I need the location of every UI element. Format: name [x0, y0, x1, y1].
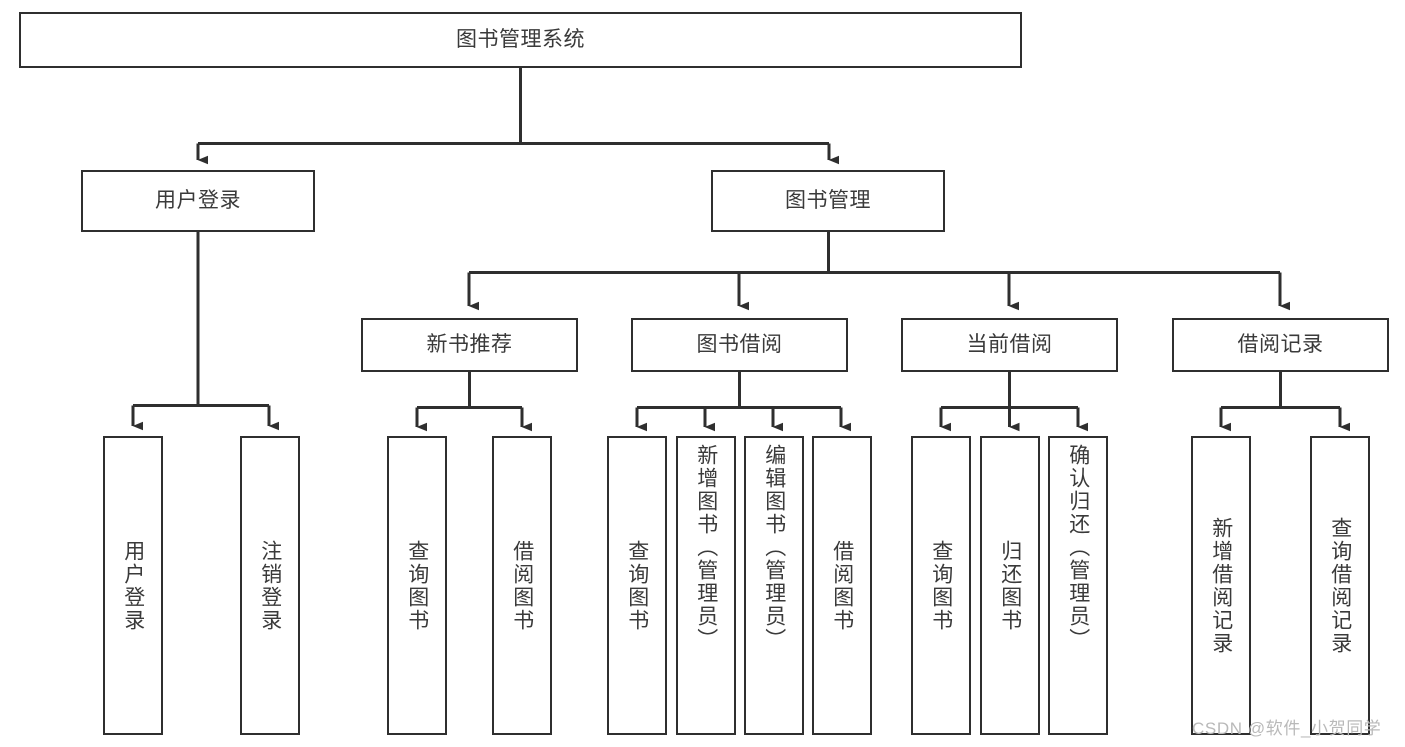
- node-leaf-query-book-1[interactable]: 查询图书: [387, 436, 447, 735]
- node-book-manage[interactable]: 图书管理: [711, 170, 945, 232]
- node-user-login-label: 用户登录: [155, 188, 241, 212]
- node-leaf-add-book[interactable]: 新增图书（管理员）: [676, 436, 736, 735]
- node-leaf-return-book-label: 归还图书: [998, 539, 1022, 632]
- node-root-label: 图书管理系统: [456, 27, 585, 51]
- node-leaf-edit-book-label: 编辑图书（管理员）: [762, 444, 786, 651]
- node-leaf-add-record[interactable]: 新增借阅记录: [1191, 436, 1251, 735]
- node-leaf-edit-book[interactable]: 编辑图书（管理员）: [744, 436, 804, 735]
- node-leaf-query-book-1-label: 查询图书: [405, 539, 429, 632]
- node-borrow-record[interactable]: 借阅记录: [1172, 318, 1389, 372]
- node-user-login[interactable]: 用户登录: [81, 170, 315, 232]
- node-root[interactable]: 图书管理系统: [19, 12, 1022, 68]
- node-leaf-query-record-label: 查询借阅记录: [1328, 516, 1352, 655]
- node-leaf-return-book[interactable]: 归还图书: [980, 436, 1040, 735]
- node-current-borrow[interactable]: 当前借阅: [901, 318, 1118, 372]
- node-leaf-borrow-book-1-label: 借阅图书: [510, 539, 534, 632]
- node-leaf-add-record-label: 新增借阅记录: [1209, 516, 1233, 655]
- node-leaf-user-login[interactable]: 用户登录: [103, 436, 163, 735]
- node-book-borrow-label: 图书借阅: [696, 332, 783, 356]
- node-leaf-query-book-3-label: 查询图书: [929, 539, 953, 632]
- node-leaf-confirm-return-label: 确认归还（管理员）: [1066, 444, 1090, 651]
- node-leaf-query-book-2-label: 查询图书: [625, 539, 649, 632]
- node-leaf-user-logout[interactable]: 注销登录: [240, 436, 300, 735]
- node-leaf-query-record[interactable]: 查询借阅记录: [1310, 436, 1370, 735]
- node-book-manage-label: 图书管理: [785, 188, 871, 212]
- node-borrow-record-label: 借阅记录: [1237, 332, 1324, 356]
- node-book-borrow[interactable]: 图书借阅: [631, 318, 848, 372]
- node-leaf-borrow-book-2[interactable]: 借阅图书: [812, 436, 872, 735]
- csdn-watermark: CSDN @软件_小贺同学: [1192, 719, 1382, 738]
- node-new-book-recommend-label: 新书推荐: [426, 332, 513, 356]
- node-leaf-confirm-return[interactable]: 确认归还（管理员）: [1048, 436, 1108, 735]
- node-new-book-recommend[interactable]: 新书推荐: [361, 318, 578, 372]
- node-current-borrow-label: 当前借阅: [966, 332, 1053, 356]
- node-leaf-query-book-3[interactable]: 查询图书: [911, 436, 971, 735]
- node-leaf-user-login-label: 用户登录: [121, 539, 145, 632]
- node-leaf-borrow-book-2-label: 借阅图书: [830, 539, 854, 632]
- node-leaf-query-book-2[interactable]: 查询图书: [607, 436, 667, 735]
- node-leaf-user-logout-label: 注销登录: [258, 539, 282, 632]
- node-leaf-borrow-book-1[interactable]: 借阅图书: [492, 436, 552, 735]
- node-leaf-add-book-label: 新增图书（管理员）: [694, 444, 718, 651]
